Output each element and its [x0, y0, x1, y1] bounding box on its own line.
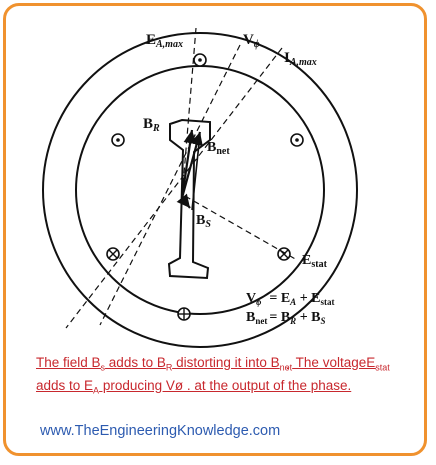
bs-vector	[176, 193, 191, 209]
br-label: BR	[143, 116, 160, 134]
e-stat-line	[184, 195, 298, 261]
estat-label: Estat	[302, 253, 328, 270]
v-phi-label: Vϕ	[243, 32, 260, 50]
conductor-dot-icon	[193, 53, 207, 67]
ea-max-line	[181, 27, 197, 199]
conductor-cross-icon	[277, 247, 291, 261]
bs-label: BS	[196, 213, 211, 230]
bnet-label: Bnet	[207, 140, 230, 157]
conductor-dot-icon	[290, 133, 304, 147]
ia-max-label: IA,max	[284, 50, 317, 68]
conductor-cross-icon	[106, 247, 120, 261]
v-phi-line	[99, 44, 241, 326]
website-link[interactable]: www.TheEngineeringKnowledge.com	[40, 423, 281, 439]
voltage-equation: Vϕ= EA + Estat	[246, 291, 335, 307]
figure-frame	[3, 3, 427, 456]
conductor-plus-icon	[177, 307, 191, 321]
conductor-dot-icon	[111, 133, 125, 147]
stator-outer-ring	[42, 32, 358, 348]
figure-caption: The field Bs adds to BR distorting it in…	[36, 355, 390, 396]
bnet-vector	[180, 131, 203, 199]
field-equation: Bnet= BR + BS	[246, 310, 326, 326]
bs-vector-line	[191, 133, 201, 211]
ia-max-line	[65, 47, 283, 329]
ea-max-label: EA,max	[146, 32, 183, 50]
